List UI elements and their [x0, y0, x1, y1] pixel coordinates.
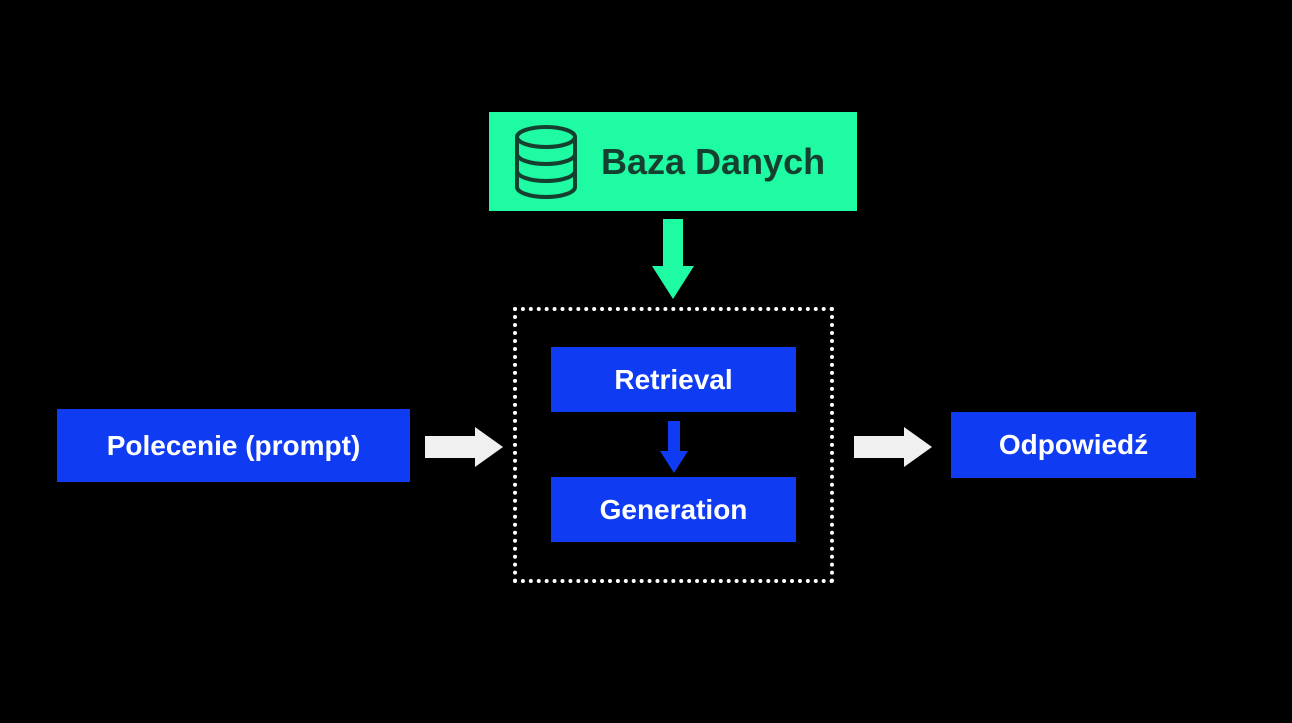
generation-label: Generation [599, 493, 748, 525]
pipeline-frame [513, 307, 834, 583]
database-box: Baza Danych [489, 112, 857, 211]
database-icon [515, 124, 577, 199]
database-label: Baza Danych [601, 140, 826, 182]
answer-label: Odpowiedź [998, 429, 1149, 460]
prompt-box: Polecenie (prompt) [57, 409, 410, 482]
retrieval-label: Retrieval [614, 363, 733, 395]
retrieval-to-generation-arrow [660, 421, 688, 473]
generation-box: Generation [551, 477, 796, 542]
prompt-to-pipeline-arrow [425, 427, 503, 467]
retrieval-box: Retrieval [551, 347, 796, 412]
prompt-label: Polecenie (prompt) [106, 429, 361, 461]
database-to-pipeline-arrow [652, 219, 694, 299]
answer-box: Odpowiedź [951, 412, 1196, 478]
pipeline-to-answer-arrow [854, 427, 932, 467]
